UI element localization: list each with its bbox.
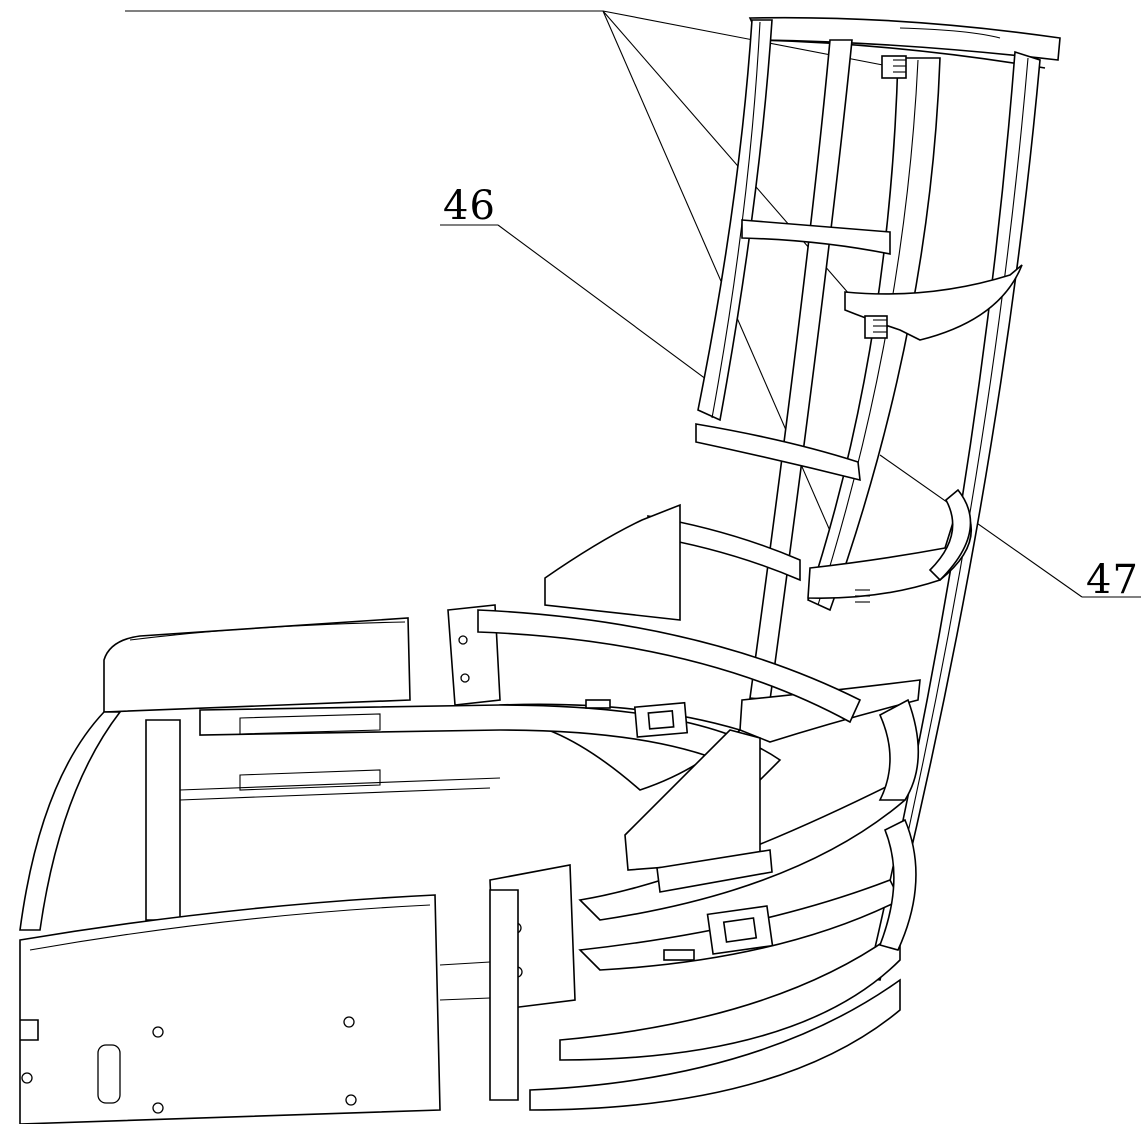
left-curved-rail: [697, 19, 773, 422]
middle-clip: [864, 315, 888, 339]
left-seat-frame: [19, 617, 441, 1125]
clips: [855, 55, 907, 603]
backrest-ribs: [647, 219, 1023, 743]
rear-blocks: [447, 503, 681, 706]
reference-label-47: 47: [1086, 557, 1139, 603]
leader-46: [497, 224, 719, 389]
seat-floor-lines: [179, 713, 501, 1001]
outer-curved-panels: [878, 488, 972, 951]
leader-47: [879, 454, 1083, 598]
inner-vertical-post: [749, 39, 853, 701]
reference-label-46: 46: [443, 183, 496, 229]
upper-clip: [881, 55, 907, 79]
front-wedge: [489, 729, 773, 1101]
